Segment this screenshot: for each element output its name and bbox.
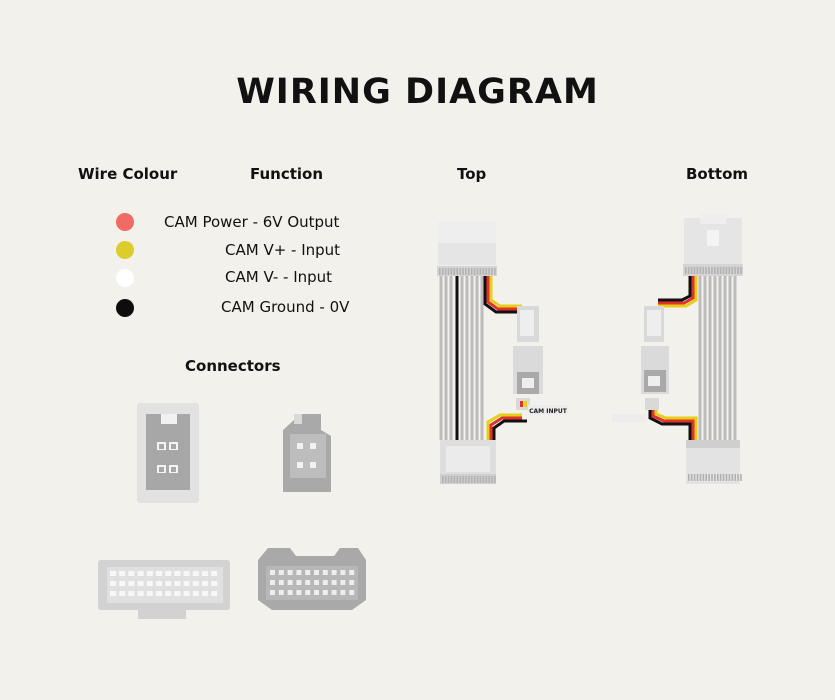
- wire-function-power: CAM Power - 6V Output: [164, 213, 340, 231]
- wire-swatch-vplus: [116, 241, 134, 259]
- wire-function-vminus: CAM V- - Input: [225, 268, 333, 286]
- page-title: WIRING DIAGRAM: [236, 72, 599, 112]
- connector-large-shell: [258, 548, 366, 610]
- connector-small: [283, 414, 331, 492]
- top-header: Top: [457, 165, 487, 183]
- wire-swatch-power: [116, 213, 134, 231]
- connector-large-flat: [98, 560, 230, 619]
- connectors-header: Connectors: [185, 357, 281, 375]
- wire-colour-header: Wire Colour: [78, 165, 178, 183]
- function-header: Function: [250, 165, 324, 183]
- bottom-header: Bottom: [686, 165, 749, 183]
- wire-swatch-vminus: [116, 269, 134, 287]
- cam-input-label: CAM INPUT: [529, 408, 568, 415]
- wire-function-vplus: CAM V+ - Input: [225, 241, 341, 259]
- connector-4pin: [137, 403, 199, 503]
- wire-function-ground: CAM Ground - 0V: [221, 298, 350, 316]
- wire-swatch-ground: [116, 299, 134, 317]
